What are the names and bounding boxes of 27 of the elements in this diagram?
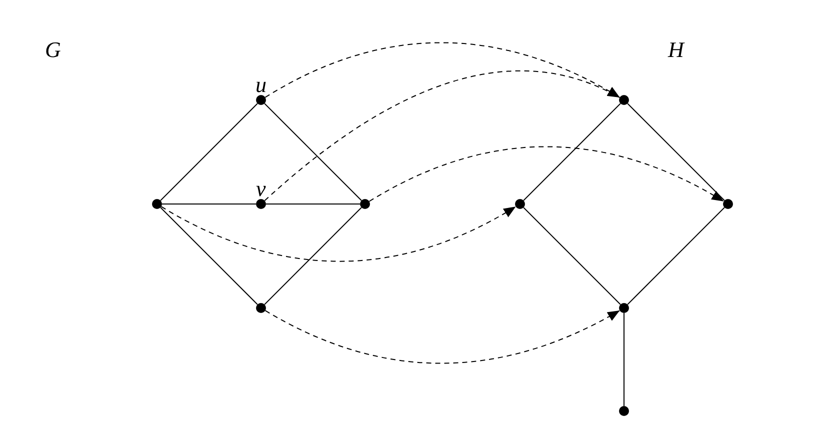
vertex-label: v	[256, 178, 266, 200]
graph-name: G	[45, 39, 61, 61]
dashed-arrow	[368, 146, 724, 202]
edge-line	[264, 207, 362, 305]
edge-line	[627, 207, 725, 305]
dashed-arrow	[264, 70, 620, 202]
vertex-dot	[619, 95, 629, 105]
vertex-dot	[256, 95, 266, 105]
dashed-arrow	[264, 310, 620, 364]
vertex-dot	[256, 199, 266, 209]
edge-line	[160, 207, 258, 305]
vertex-dot	[515, 199, 525, 209]
vertex-dot	[619, 303, 629, 313]
edge-line	[523, 103, 621, 201]
vertex-dot	[619, 406, 629, 416]
dashed-arrow	[264, 42, 620, 98]
vertex-dot	[152, 199, 162, 209]
vertex-dot	[360, 199, 370, 209]
dashed-arrow	[160, 206, 516, 262]
vertex-dot	[256, 303, 266, 313]
edge-line	[523, 207, 621, 305]
vertex-dot	[723, 199, 733, 209]
graph-name: H	[668, 39, 684, 61]
edge-line	[627, 103, 725, 201]
edge-line	[160, 103, 258, 201]
vertex-label: u	[256, 74, 266, 96]
edge-line	[264, 103, 362, 201]
